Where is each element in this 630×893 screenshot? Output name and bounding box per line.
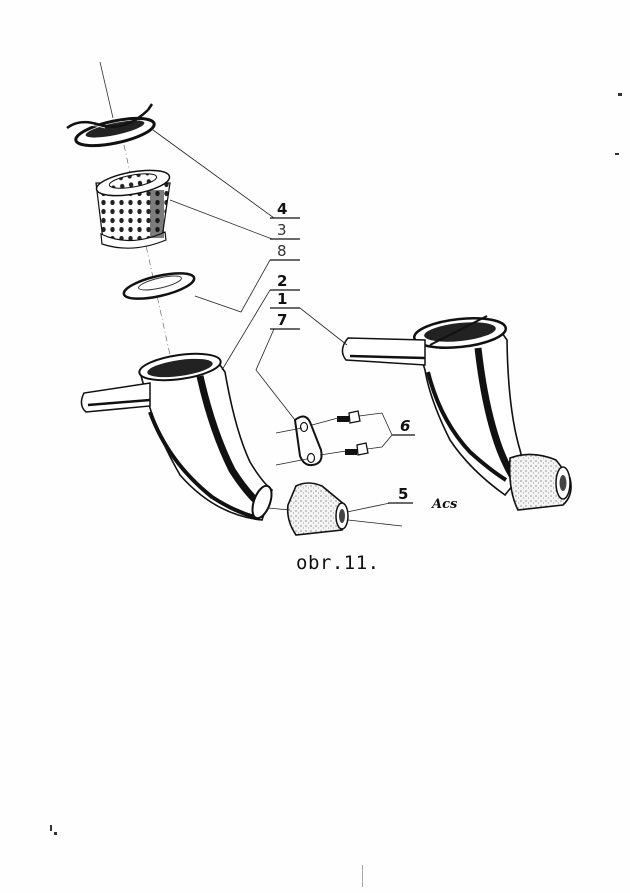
callout-4: 4 xyxy=(277,200,288,218)
artist-signature: Acs xyxy=(432,497,458,512)
callout-underlines xyxy=(270,217,415,504)
part-4-clip xyxy=(66,103,156,148)
callout-6: 6 xyxy=(400,417,411,435)
leader-5 xyxy=(346,502,412,513)
callout-7: 7 xyxy=(277,311,288,329)
part-8-gasket xyxy=(122,272,196,300)
callout-8: 8 xyxy=(277,242,287,260)
scan-specks xyxy=(50,93,622,887)
part-7-plate xyxy=(293,415,323,467)
part-6-screws xyxy=(337,410,369,456)
leader-6b xyxy=(366,434,393,450)
figure-caption: obr.11. xyxy=(296,552,380,574)
part-5-sleeve xyxy=(286,482,349,536)
leader-7 xyxy=(255,328,300,421)
part-1-assembled-elbow xyxy=(341,315,572,511)
part-2-elbow-left xyxy=(80,352,273,521)
part-3-filter xyxy=(95,169,171,249)
callout-2: 2 xyxy=(277,272,288,290)
callout-5: 5 xyxy=(398,485,409,503)
callout-3: 3 xyxy=(277,221,287,239)
callout-1: 1 xyxy=(277,290,288,308)
